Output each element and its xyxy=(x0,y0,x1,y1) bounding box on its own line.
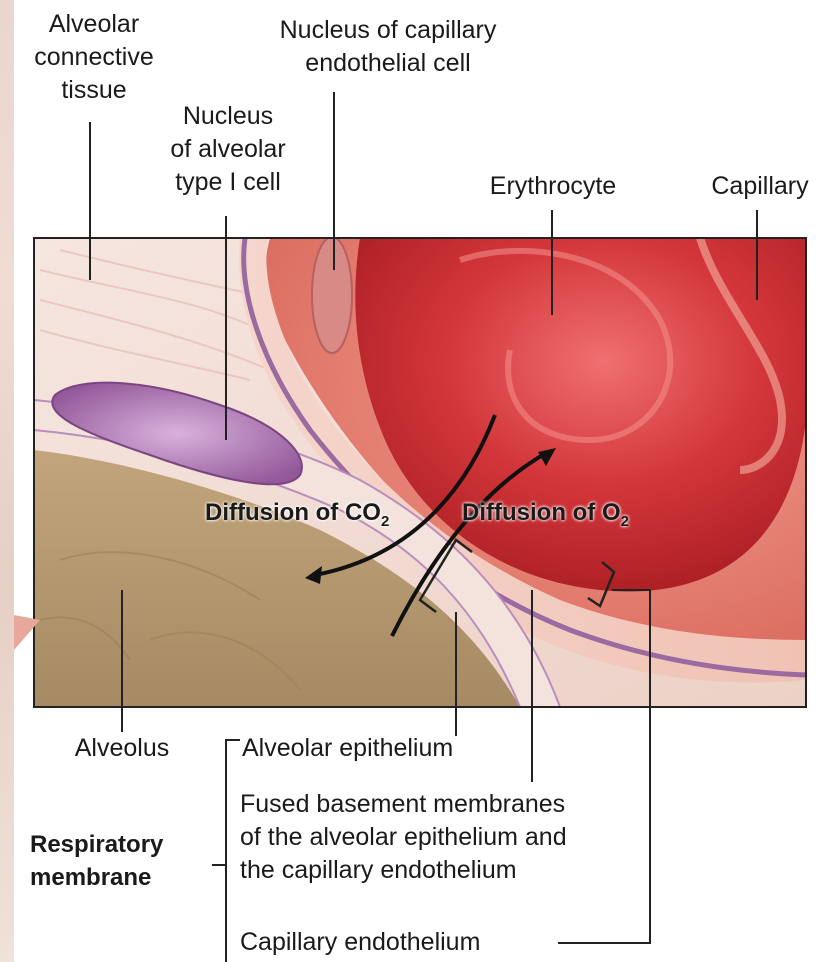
label-alveolus: Alveolus xyxy=(62,732,182,765)
label-erythrocyte: Erythrocyte xyxy=(478,170,628,203)
label-diffusion-co2: Diffusion of CO2 xyxy=(205,496,389,538)
label-nucleus-capillary-endothelial-cell: Nucleus of capillary endothelial cell xyxy=(230,14,546,80)
label-alveolar-connective-tissue: Alveolar connective tissue xyxy=(14,8,174,107)
label-capillary-endothelium: Capillary endothelium xyxy=(240,926,480,959)
label-alveolar-epithelium: Alveolar epithelium xyxy=(242,732,453,765)
label-capillary: Capillary xyxy=(700,170,820,203)
label-diffusion-o2: Diffusion of O2 xyxy=(462,496,629,538)
illustration-box-content xyxy=(34,237,806,707)
label-fused-basement-membranes: Fused basement membranes of the alveolar… xyxy=(240,788,567,887)
capillary-endothelial-nucleus xyxy=(312,237,352,353)
label-respiratory-membrane: Respiratory membrane xyxy=(30,828,163,894)
label-nucleus-alveolar-type-I-cell: Nucleus of alveolar type I cell xyxy=(140,100,316,199)
